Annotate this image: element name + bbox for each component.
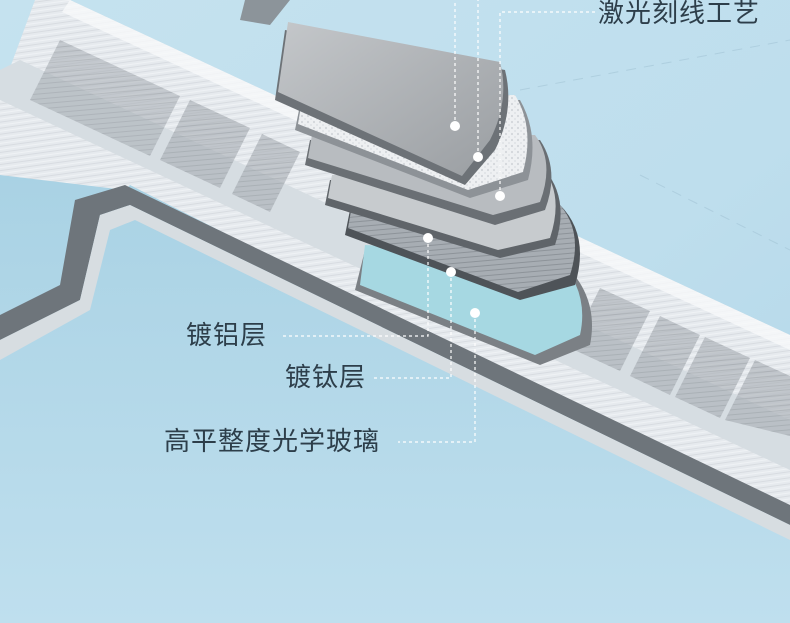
callout-dots (423, 121, 505, 318)
label-optical-glass: 高平整度光学玻璃 (164, 427, 381, 457)
leader-lines (280, 0, 595, 443)
label-aluminum-layer: 镀铝层 (186, 321, 268, 351)
ruler-ticks (30, 40, 790, 436)
label-titanium-layer: 镀钛层 (285, 363, 367, 393)
laser-plate (275, 22, 509, 185)
label-laser-engraving: 激光刻线工艺 (598, 0, 761, 29)
layer-stack (275, 22, 592, 365)
